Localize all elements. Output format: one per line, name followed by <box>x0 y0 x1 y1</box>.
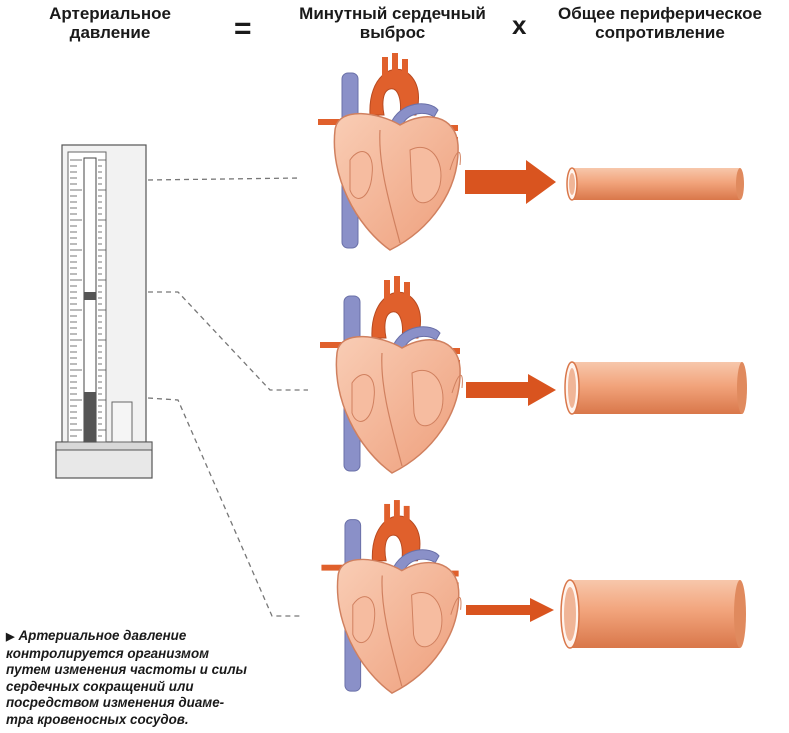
vessel-wide <box>560 579 746 649</box>
peripheral-resistance-header: Общее периферическое сопротивление <box>540 4 780 42</box>
heart-bottom <box>320 499 462 694</box>
caption-line-3: путем изменения частоты и силы <box>6 662 247 678</box>
arrow-top <box>465 160 556 204</box>
arrow-bottom <box>466 598 554 622</box>
peripheral-resistance-header-line1: Общее периферическое <box>558 4 762 23</box>
peripheral-resistance-header-line2: сопротивление <box>595 23 725 42</box>
cardiac-output-header-line1: Минутный сердечный <box>299 4 486 23</box>
sphygmomanometer <box>55 144 153 479</box>
blood-pressure-header-line1: Артериальное <box>49 4 171 23</box>
cardiac-output-header: Минутный сердечный выброс <box>280 4 505 42</box>
caption-line-1: Артериальное давление <box>18 628 187 643</box>
scale-ticks <box>70 159 106 437</box>
heart-top <box>317 52 462 251</box>
caption: ▶Артериальное давление контролируется ор… <box>6 628 306 729</box>
blood-pressure-header: Артериальное давление <box>40 4 180 42</box>
heart-middle <box>319 275 464 474</box>
arrow-middle <box>466 374 556 406</box>
multiply-sign: x <box>512 10 527 40</box>
vessel-medium <box>564 361 747 415</box>
vessel-narrow <box>566 167 744 201</box>
equals-sign: = <box>234 12 252 45</box>
caption-line-5: посредством изменения диаме- <box>6 695 225 711</box>
caption-line-2: контролируется организмом <box>6 645 210 661</box>
caption-line-4: сердечных сокращений или <box>6 678 194 694</box>
mercury-column <box>84 392 96 442</box>
cardiac-output-header-line2: выброс <box>359 23 426 42</box>
caption-marker: ▶ <box>6 631 15 643</box>
caption-line-6: тра кровеносных сосудов. <box>6 711 189 727</box>
connector-middle <box>148 291 308 391</box>
mercury-mark <box>84 292 96 300</box>
connector-bottom <box>147 397 302 617</box>
gauge-reservoir <box>111 401 133 443</box>
blood-pressure-header-line2: давление <box>69 23 151 42</box>
connector-top <box>147 177 301 181</box>
